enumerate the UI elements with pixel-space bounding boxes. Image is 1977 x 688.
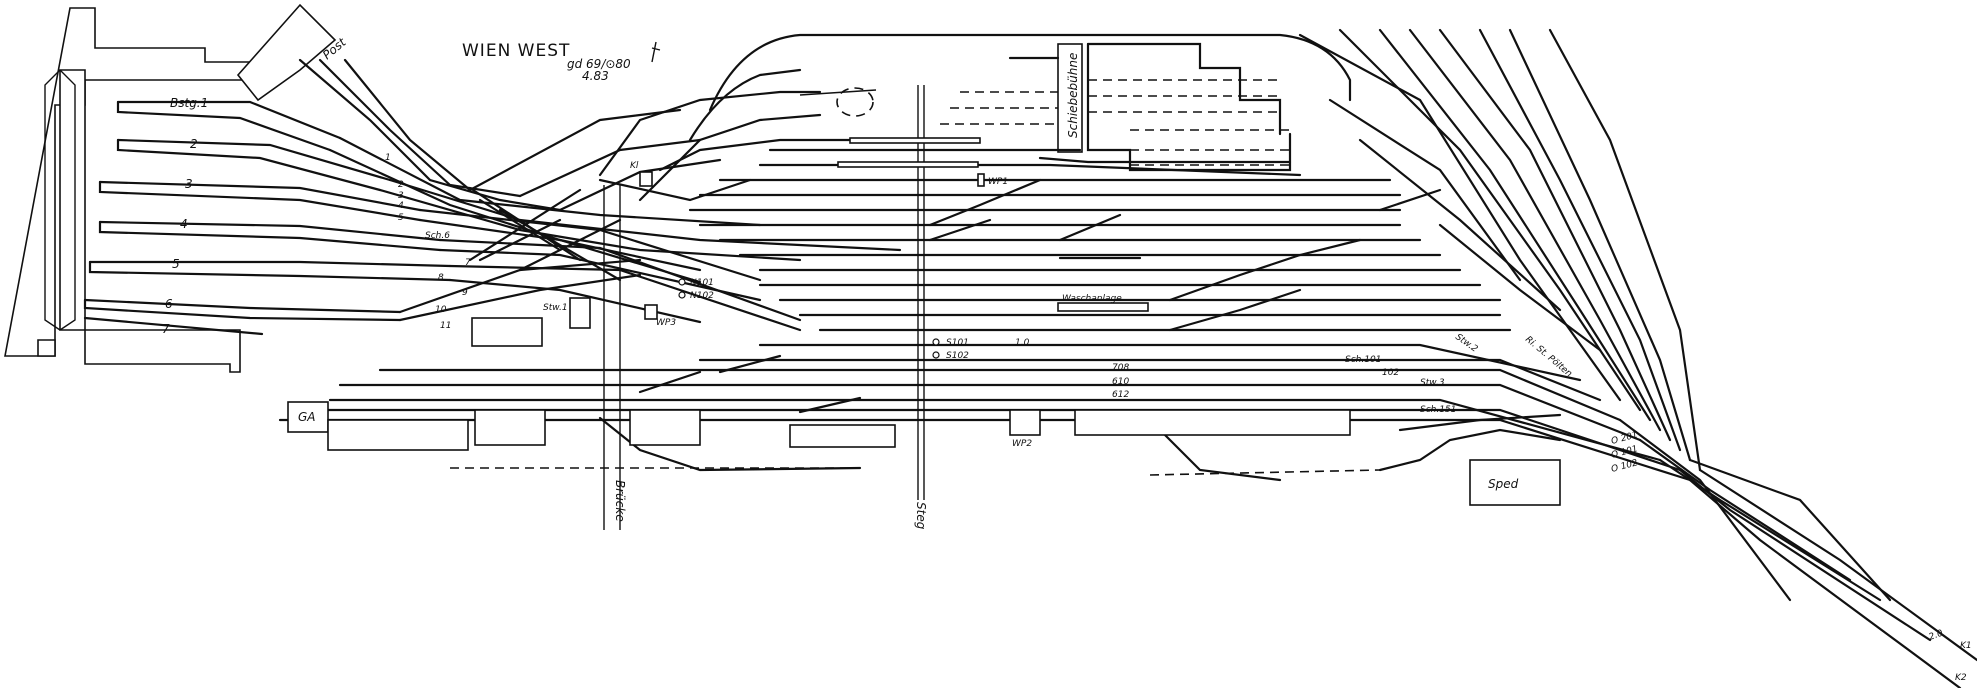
signal-label: Sch.151 <box>1420 405 1456 415</box>
stw1-building <box>569 297 591 329</box>
signal-n101: N101 <box>690 278 714 288</box>
footbridge: Steg <box>914 85 928 530</box>
platform-label-4: 4 <box>180 217 188 231</box>
platform-label-3: 3 <box>185 177 193 191</box>
footbridge-label: Steg <box>914 502 928 530</box>
kl-building <box>639 171 653 187</box>
wp3-building <box>644 304 658 320</box>
wp2-label: WP2 <box>1012 439 1032 449</box>
ga-building <box>287 401 329 433</box>
platform-label-5: 5 <box>172 257 180 271</box>
stw3-label: Stw.3 <box>1420 378 1445 388</box>
ga-label: GA <box>298 410 316 424</box>
goods-shed <box>474 409 546 446</box>
signal-label: 8 <box>438 273 444 283</box>
wp1-label: WP1 <box>988 177 1008 187</box>
wp1-building <box>977 173 985 187</box>
stw2-label: Stw.2 <box>1453 332 1479 354</box>
platforms <box>83 100 452 336</box>
station-title: WIEN WEST <box>462 41 570 61</box>
schiebebuehne-area: Schiebebühne <box>940 42 1292 172</box>
sped-label: Sped <box>1488 477 1519 491</box>
signals-mid: N101 N102 S101 S102 <box>678 278 969 361</box>
signal-label: 1 <box>385 153 391 163</box>
waschanlage-building <box>1057 302 1149 312</box>
station-building <box>4 7 261 373</box>
exit-k2: K2 <box>1955 673 1967 683</box>
platform-strip <box>837 161 979 168</box>
signal-label: Sch.101 <box>1345 355 1381 365</box>
exit-k1: K1 <box>1960 641 1972 651</box>
signal-label: 4 <box>398 201 404 211</box>
signal-label: 10 <box>435 305 447 315</box>
platform-label-7: 7 <box>162 322 170 336</box>
signal-n102: N102 <box>690 291 714 301</box>
track-number: 708 <box>1112 363 1129 373</box>
kl-label: Kl <box>630 161 639 171</box>
drawing-note-1: gd 69/⊙80 <box>567 57 631 71</box>
signal-label: Sch.6 <box>425 231 450 241</box>
track-number: 1.0 <box>1015 338 1030 348</box>
track-number: 610 <box>1112 377 1129 387</box>
platform-strip <box>849 137 981 144</box>
platform-label-6: 6 <box>165 297 173 311</box>
goods-shed <box>1074 409 1351 436</box>
signal-label: 2 <box>398 180 404 190</box>
track-number: 612 <box>1112 390 1129 400</box>
right-fan <box>1298 28 1702 472</box>
stw1-label: Stw.1 <box>543 303 568 313</box>
signal-label: 7 <box>465 258 471 268</box>
platform-label-1: Bstg.1 <box>170 96 208 110</box>
turntable <box>836 87 874 117</box>
signal-label: 9 <box>462 288 468 298</box>
bridge-label: Brücke <box>613 480 627 522</box>
exit-track-number: 2.0 <box>1928 628 1945 642</box>
north-arrow-icon <box>651 41 661 63</box>
signals-left: 1 2 3 4 5 Sch.6 7 8 9 10 11 <box>385 153 471 331</box>
goods-shed <box>327 419 469 451</box>
wp3-label: WP3 <box>656 318 676 328</box>
sped-building <box>1469 459 1561 506</box>
goods-shed <box>789 424 896 448</box>
signal-label: 5 <box>398 213 404 223</box>
exit-tracks <box>1618 418 1977 688</box>
goods-shed <box>629 409 701 446</box>
drawing-note-2: 4.83 <box>582 69 609 83</box>
signal-label: 3 <box>398 191 404 201</box>
platform-label-2: 2 <box>190 137 198 151</box>
wp2-building <box>1009 409 1041 436</box>
waschanlage-label: Waschanlage <box>1062 294 1122 304</box>
post-building: Post <box>236 3 349 102</box>
bridge: Brücke <box>603 185 627 530</box>
signal-label: O 102 <box>1610 458 1639 475</box>
signal-label: 11 <box>440 321 451 331</box>
schiebebuehne-label: Schiebebühne <box>1066 53 1080 138</box>
signal-s101: S101 <box>946 338 969 348</box>
upper-loop <box>598 33 1352 202</box>
signal-s102: S102 <box>946 351 969 361</box>
signal-label: 102 <box>1382 368 1399 378</box>
lower-sidings <box>450 413 1562 482</box>
shed <box>471 317 543 347</box>
